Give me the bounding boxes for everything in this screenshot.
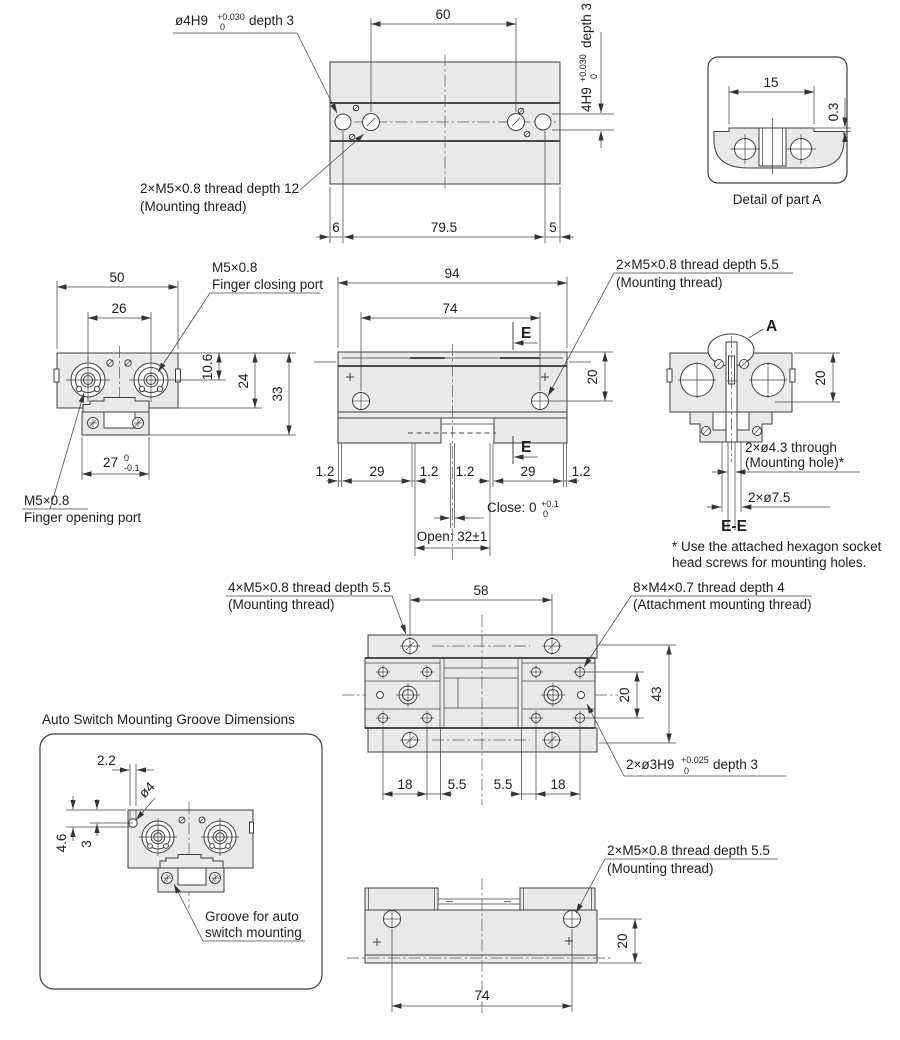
label-opening-port-thread: M5×0.8 — [24, 493, 69, 508]
dim-0-3: 0.3 — [826, 103, 841, 122]
dim-94: 94 — [444, 266, 460, 281]
label-attachment-thread: 8×M4×0.7 thread depth 4 — [633, 580, 785, 595]
tolerance-lower: 0 — [684, 766, 689, 776]
label-mounting-thread-2: (Mounting thread) — [616, 275, 723, 290]
tolerance-upper: +0.025 — [681, 755, 709, 765]
dim-1-2: 1.2 — [572, 464, 591, 479]
tolerance-lower: -0.1 — [124, 463, 140, 473]
tolerance-upper: 0 — [124, 453, 129, 463]
dim-18: 18 — [397, 777, 412, 792]
note-line-2: head screws for mounting holes. — [672, 555, 866, 570]
label-attachment-thread-2: (Attachment mounting thread) — [633, 597, 812, 612]
detail-mark-a: A — [766, 318, 777, 335]
dim-4h9: 4H9 — [579, 87, 594, 112]
top-view: 60 4H9 +0.030 0 depth 3 6 79.5 5 ø4H9 +0… — [140, 3, 614, 243]
dim-4-6: 4.6 — [54, 834, 69, 853]
note-line-1: * Use the attached hexagon socket — [672, 539, 882, 554]
dim-1-2: 1.2 — [316, 464, 335, 479]
dim-1-2: 1.2 — [420, 464, 439, 479]
dim-6: 6 — [332, 220, 340, 235]
dowel-hole — [334, 113, 352, 131]
dim-60: 60 — [435, 7, 450, 22]
dim-1-2: 1.2 — [456, 464, 475, 479]
dim-20: 20 — [585, 369, 600, 384]
dim-33: 33 — [270, 386, 285, 401]
dim-depth: depth 3 — [579, 3, 594, 48]
label-pin-hole: 2×ø3H9 — [626, 757, 674, 772]
dim-5-5: 5.5 — [448, 777, 467, 792]
label-mounting-thread: 2×M5×0.8 thread depth 5.5 — [616, 257, 779, 272]
side-finger-right — [493, 417, 568, 444]
side-finger-left — [337, 417, 442, 444]
tolerance-lower: 0 — [543, 509, 548, 519]
tolerance-lower: 0 — [589, 74, 599, 79]
label-pin-depth: depth 3 — [713, 757, 758, 772]
section-mark-e-top: E — [521, 325, 531, 342]
bottom-finger-left — [364, 887, 439, 911]
label-mounting-thread-2: (Mounting thread) — [607, 861, 714, 876]
dim-29: 29 — [369, 464, 384, 479]
attach-thread-circles — [376, 665, 587, 725]
dim-10-6: 10.6 — [200, 354, 215, 380]
dim-open: Open: 32±1 — [417, 529, 487, 544]
tolerance-upper: +0.1 — [541, 499, 559, 509]
front-view: 50 26 10.6 24 33 27 0 -0.1 M5×0.8 Finger… — [22, 260, 323, 525]
label-mounting-thread: 2×M5×0.8 thread depth 5.5 — [607, 843, 770, 858]
dim-5-5: 5.5 — [494, 777, 513, 792]
dim-close: Close: 0 — [487, 500, 537, 515]
dim-79-5: 79.5 — [431, 220, 457, 235]
auto-switch-frame — [39, 733, 323, 990]
dim-20: 20 — [813, 370, 828, 385]
label-depth: depth 3 — [249, 13, 294, 28]
label-dowel-hole: ø4H9 — [175, 13, 208, 28]
tolerance-upper: +0.030 — [578, 54, 588, 82]
dim-2-2: 2.2 — [97, 753, 116, 768]
dim-26: 26 — [111, 301, 126, 316]
dim-3: 3 — [79, 840, 94, 848]
pin-hole — [577, 691, 585, 699]
label-mounting-thread: 2×M5×0.8 thread depth 12 — [140, 181, 299, 196]
label-mounting-hole-2: (Mounting hole)* — [745, 455, 845, 470]
dim-29: 29 — [520, 464, 535, 479]
label-opening-port: Finger opening port — [24, 510, 141, 525]
auto-switch-panel: Auto Switch Mounting Groove Dimensions 2… — [39, 712, 323, 990]
label-closing-port-thread: M5×0.8 — [212, 260, 257, 275]
label-mounting-thread-2: (Mounting thread) — [140, 199, 247, 214]
bottom-view: 74 20 2×M5×0.8 thread depth 5.5 (Mountin… — [347, 843, 778, 1016]
dim-24: 24 — [236, 373, 251, 389]
finger-rail — [82, 397, 150, 413]
section-title: E-E — [721, 518, 747, 535]
label-mounting-thread: 4×M5×0.8 thread depth 5.5 — [228, 580, 391, 595]
auto-switch-title: Auto Switch Mounting Groove Dimensions — [42, 712, 295, 727]
dim-20: 20 — [615, 933, 630, 948]
section-mark-e-bottom: E — [521, 439, 531, 456]
dim-43: 43 — [649, 686, 664, 701]
attachment-view: 58 43 20 4×M5×0.8 thread depth 5.5 (Moun… — [226, 580, 812, 805]
label-groove-2: switch mounting — [205, 925, 302, 940]
detail-caption: Detail of part A — [733, 192, 822, 207]
dim-groove-dia: ø4 — [136, 779, 158, 801]
tolerance-lower: 0 — [220, 22, 225, 32]
side-view: 94 74 E E 20 1.2 29 1.2 1.2 29 1.2 Close… — [314, 257, 793, 560]
tolerance-upper: +0.030 — [217, 12, 245, 22]
auto-switch-rail — [159, 854, 224, 869]
label-mounting-thread-2: (Mounting thread) — [228, 597, 335, 612]
dim-50: 50 — [109, 270, 124, 285]
label-closing-port: Finger closing port — [212, 277, 323, 292]
dim-58: 58 — [473, 583, 488, 598]
dim-27: 27 — [103, 455, 118, 470]
dim-15: 15 — [763, 75, 778, 90]
dim-74: 74 — [474, 988, 490, 1003]
detail-a-view: 15 0.3 Detail of part A — [707, 56, 851, 207]
label-mounting-hole: 2×ø4.3 through — [745, 440, 837, 455]
dowel-hole — [534, 113, 552, 131]
dim-20: 20 — [617, 687, 632, 702]
label-groove: Groove for auto — [205, 909, 299, 924]
dim-74: 74 — [442, 301, 458, 316]
dim-5: 5 — [549, 220, 557, 235]
label-counterbore: 2×ø7.5 — [748, 490, 790, 505]
section-ee-view: A 2×ø4.3 through (Mounting hole)* 2×ø7.5… — [666, 318, 882, 570]
dim-18: 18 — [550, 777, 565, 792]
